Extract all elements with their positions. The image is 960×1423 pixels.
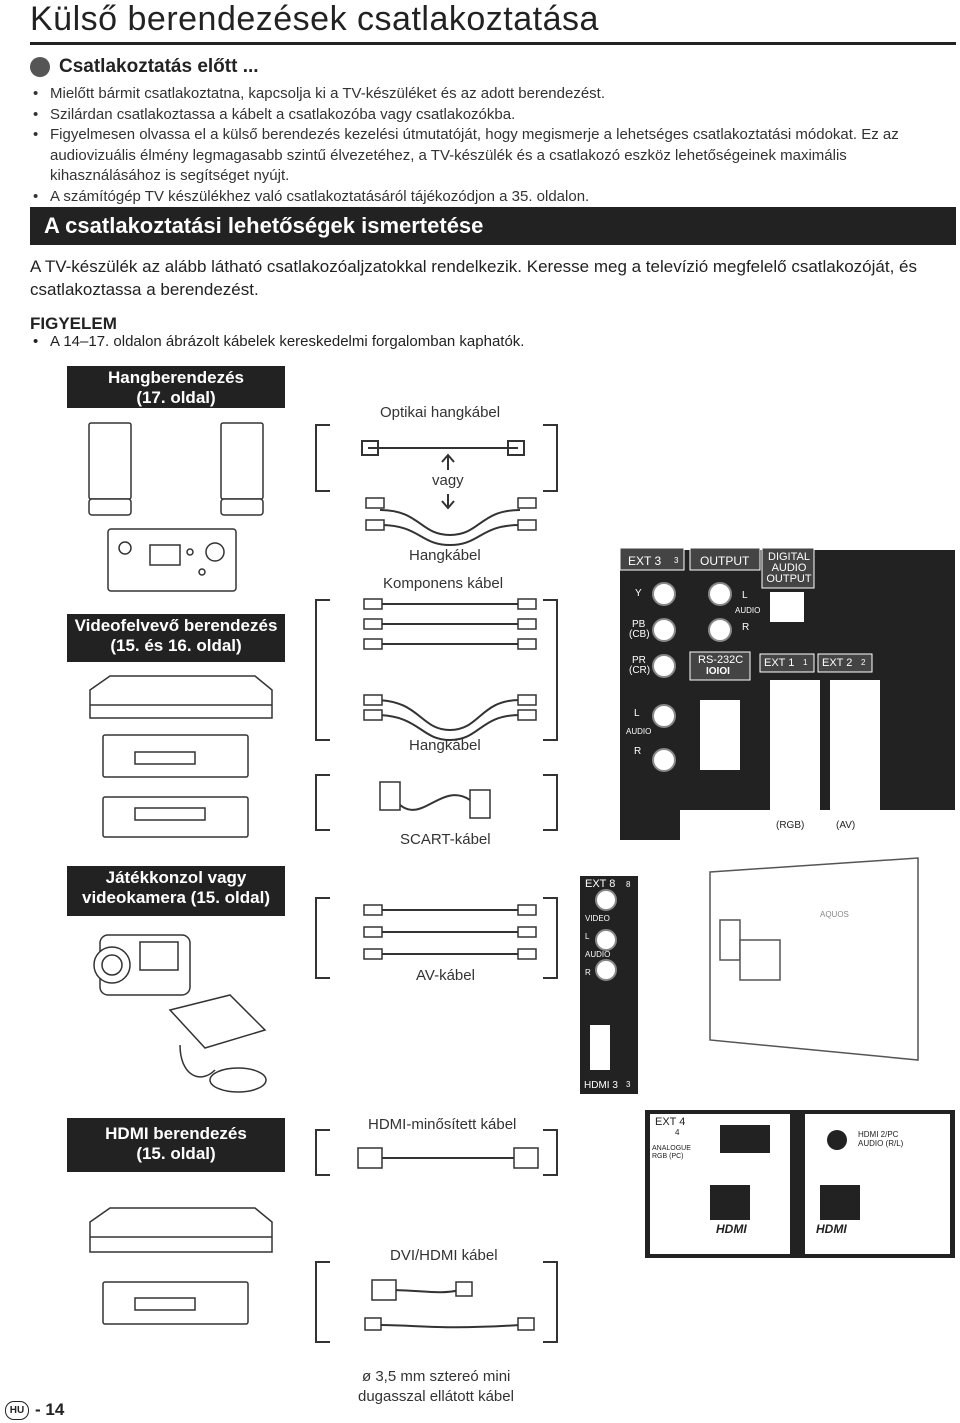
video-equipment-illustration bbox=[89, 675, 273, 838]
cable-label-mini-1: ø 3,5 mm sztereó mini bbox=[362, 1368, 511, 1385]
port-label-cb: (CB) bbox=[629, 629, 650, 640]
port-label-output: OUTPUT bbox=[700, 554, 750, 568]
audio-equipment-illustration bbox=[88, 422, 264, 592]
caution-note: A 14–17. oldalon ábrázolt kábelek keresk… bbox=[30, 333, 524, 350]
title-rule bbox=[30, 42, 956, 45]
bracket-scart bbox=[315, 774, 558, 831]
port-num-ext2: 2 bbox=[861, 658, 866, 667]
port-label-e8-l: L bbox=[585, 932, 590, 941]
port-num-hdmi2: 9 bbox=[860, 1241, 865, 1250]
cable-label-mini-2: dugasszal ellátott kábel bbox=[358, 1388, 514, 1405]
bullet-dot-icon bbox=[30, 57, 50, 77]
port-label-out-audio: AUDIO bbox=[735, 606, 761, 615]
bullet-item: A számítógép TV készülékhez való csatlak… bbox=[30, 187, 950, 208]
before-heading-text: Csatlakoztatás előtt ... bbox=[59, 56, 259, 77]
port-label-hdmi3: HDMI 3 bbox=[584, 1080, 618, 1091]
port-num-hdmi3: 3 bbox=[626, 1080, 631, 1089]
cable-label-optical: Optikai hangkábel bbox=[380, 404, 501, 421]
caution-heading: FIGYELEM bbox=[30, 314, 117, 333]
or-label: vagy bbox=[432, 472, 464, 489]
port-label-y: Y bbox=[635, 588, 642, 599]
tv-set-illustration bbox=[709, 857, 919, 1061]
cable-label-scart: SCART-kábel bbox=[400, 831, 491, 848]
port-label-rs232: RS-232C bbox=[698, 654, 744, 666]
bracket-hdmi bbox=[315, 1129, 558, 1176]
port-label-pr: PR bbox=[632, 655, 646, 666]
port-label-video: VIDEO bbox=[585, 914, 610, 923]
port-label-ext8: EXT 8 bbox=[585, 878, 616, 890]
bullet-item: Figyelmesen olvassa el a külső berendezé… bbox=[30, 125, 950, 187]
bracket-dvi bbox=[315, 1261, 558, 1343]
device-tag-hdmi: HDMI berendezés (15. oldal) bbox=[67, 1118, 285, 1172]
cable-label-hdmi: HDMI-minősített kábel bbox=[368, 1116, 517, 1133]
port-label-hdmi2: HDMI 2 bbox=[806, 1240, 844, 1252]
port-label-cr: (CR) bbox=[629, 665, 651, 676]
bracket-optical bbox=[315, 424, 558, 492]
port-num-hdmi1: 9 bbox=[766, 1241, 771, 1250]
cable-label-audio-1: Hangkábel bbox=[409, 547, 481, 564]
bullet-item: Szilárdan csatlakoztassa a kábelt a csat… bbox=[30, 105, 950, 126]
port-label-hdmi2pc: HDMI 2/PC AUDIO (R/L) bbox=[858, 1130, 904, 1148]
port-label-hdmi1: HDMI 1 bbox=[710, 1240, 748, 1252]
tv-brand: AQUOS bbox=[820, 910, 849, 919]
port-num-ext1: 1 bbox=[803, 658, 808, 667]
port-label-ext4: EXT 4 bbox=[655, 1116, 686, 1128]
port-label-ext3: EXT 3 bbox=[628, 554, 662, 568]
language-badge: HU bbox=[5, 1400, 29, 1420]
port-label-e8-r: R bbox=[585, 968, 591, 977]
tv-panel-1 bbox=[619, 547, 955, 840]
bullet-item: Mielőtt bármit csatlakoztatna, kapcsolja… bbox=[30, 84, 950, 105]
port-label-r: R bbox=[634, 746, 642, 757]
intro-text: A TV-készülék az alább látható csatlakoz… bbox=[30, 257, 917, 299]
before-bullets: Mielőtt bármit csatlakoztatna, kapcsolja… bbox=[30, 84, 950, 207]
port-label-digital: DIGITAL AUDIO OUTPUT bbox=[766, 551, 812, 585]
hdmi-logo-2: HDMI bbox=[816, 1222, 847, 1236]
port-label-e8-audio: AUDIO bbox=[585, 950, 611, 959]
port-num-ext8: 8 bbox=[626, 880, 631, 889]
port-num-ext4: 4 bbox=[675, 1128, 680, 1137]
port-label-out-r: R bbox=[742, 622, 750, 633]
port-label-l: L bbox=[634, 708, 640, 719]
hdmi-logo-1: HDMI bbox=[716, 1222, 747, 1236]
bracket-component bbox=[315, 599, 558, 741]
cable-label-audio-2: Hangkábel bbox=[409, 737, 481, 754]
port-label-ext2: EXT 2 bbox=[822, 657, 853, 669]
section-heading: A csatlakoztatási lehetőségek ismertetés… bbox=[30, 207, 956, 245]
game-camcorder-illustration bbox=[93, 934, 267, 1093]
page-footer: HU - 14 bbox=[5, 1400, 64, 1420]
port-label-rgb: (RGB) bbox=[776, 820, 805, 831]
port-label-audio: AUDIO bbox=[626, 727, 652, 736]
port-label-analogue: ANALOGUE RGB (PC) bbox=[652, 1145, 691, 1160]
device-tag-game: Játékkonzol vagy videokamera (15. oldal) bbox=[67, 866, 285, 916]
device-tag-audio: Hangberendezés (17. oldal) bbox=[67, 366, 285, 408]
port-label-out-l: L bbox=[742, 590, 748, 601]
cable-label-dvi: DVI/HDMI kábel bbox=[390, 1247, 498, 1264]
port-label-pb: PB bbox=[632, 619, 646, 630]
cable-label-component: Komponens kábel bbox=[383, 575, 504, 592]
page-number: - 14 bbox=[35, 1400, 65, 1419]
bracket-av bbox=[315, 897, 558, 979]
before-heading: Csatlakoztatás előtt ... bbox=[30, 56, 259, 78]
page-title: Külső berendezések csatlakoztatása bbox=[30, 0, 599, 38]
port-label-av: (AV) bbox=[836, 820, 856, 831]
port-label-rs232-sym: IOIOI bbox=[706, 666, 730, 677]
device-tag-video: Videofelvevő berendezés (15. és 16. olda… bbox=[67, 614, 285, 662]
port-num-ext3: 3 bbox=[674, 556, 679, 565]
cable-label-av: AV-kábel bbox=[416, 967, 475, 984]
tv-panel-2 bbox=[580, 876, 638, 1094]
hdmi-equipment-illustration bbox=[89, 1207, 273, 1325]
tv-panel-3 bbox=[645, 1110, 955, 1258]
port-label-ext1: EXT 1 bbox=[764, 657, 795, 669]
